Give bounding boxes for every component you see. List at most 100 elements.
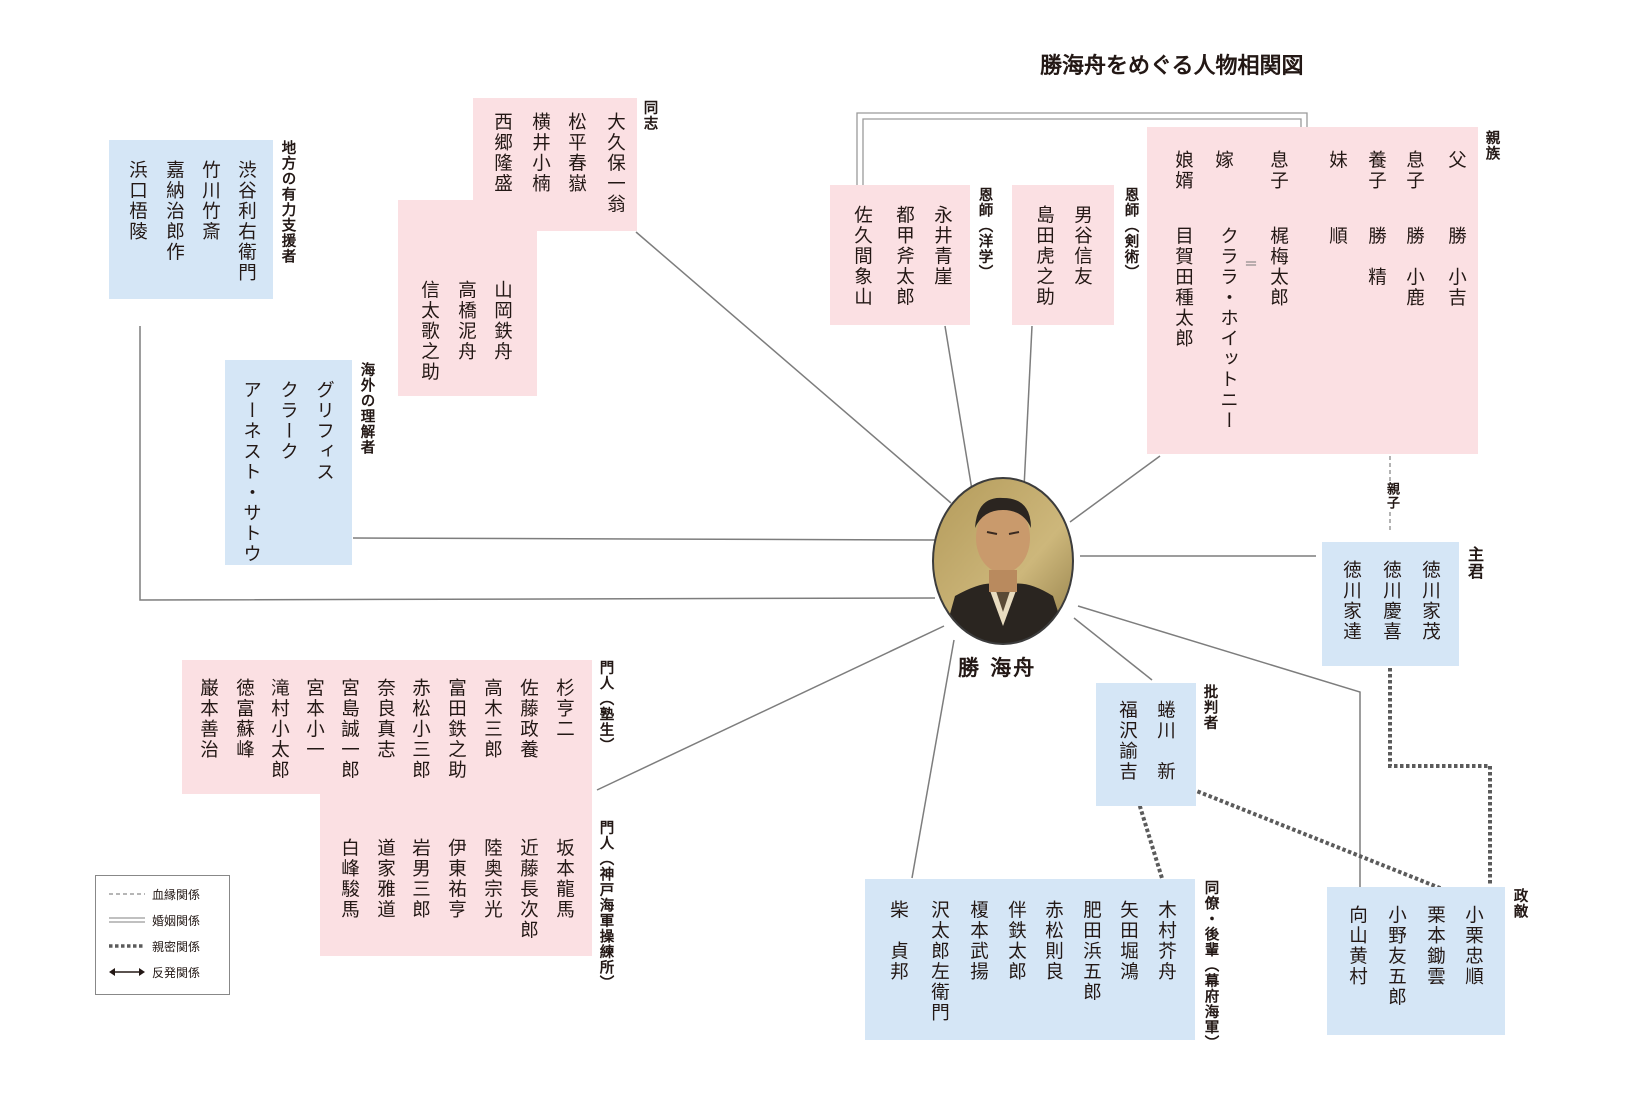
rival-ono: 小野友五郎 bbox=[1385, 905, 1407, 1008]
kobe-shiramine: 白峰駿馬 bbox=[338, 838, 360, 920]
disciples-juku-label: 門人（塾生） bbox=[597, 660, 614, 753]
lord-label: 主君 bbox=[1465, 546, 1484, 580]
kinship-soninlaw-name: 目賀田種太郎 bbox=[1172, 226, 1194, 349]
colleague-enomoto: 榎本武揚 bbox=[967, 900, 989, 982]
katsu-kaishu-portrait bbox=[932, 477, 1074, 645]
legend-blood: 血縁関係 bbox=[109, 887, 201, 902]
rival-oguri: 小栗忠順 bbox=[1462, 905, 1484, 987]
disciples-kobe-box bbox=[320, 794, 592, 956]
colleague-ban: 伴鉄太郎 bbox=[1005, 900, 1027, 982]
colleague-hida: 肥田浜五郎 bbox=[1080, 900, 1102, 1003]
legend: 血縁関係 婚姻関係 親密関係 反発関係 bbox=[95, 875, 230, 995]
critics-box bbox=[1096, 683, 1196, 806]
colleagues-label: 同僚・後輩（幕府海軍） bbox=[1202, 880, 1219, 1051]
kinship-adopted-name: 勝 精 bbox=[1365, 226, 1387, 288]
juku-nara: 奈良真志 bbox=[374, 678, 396, 760]
kinship-son2-role: 息子 bbox=[1267, 150, 1289, 191]
foreign-box bbox=[225, 360, 352, 565]
mentor-otani: 男谷信友 bbox=[1071, 205, 1093, 287]
local-supporters-label: 地方の有力支援者 bbox=[279, 140, 296, 264]
mentor-sword-box bbox=[1012, 185, 1114, 325]
juku-tokutomi: 徳富蘇峰 bbox=[233, 678, 255, 760]
kinship-bride-role: 嫁 bbox=[1212, 150, 1234, 171]
critic-ninagawa: 蜷川 新 bbox=[1154, 700, 1176, 782]
kinship-adopted-role: 養子 bbox=[1365, 150, 1387, 191]
local-takegawa: 竹川竹斎 bbox=[199, 160, 221, 242]
kinship-son2-name: 梶梅太郎 bbox=[1267, 226, 1289, 308]
juku-tomita: 富田鉄之助 bbox=[445, 678, 467, 781]
comrades-label: 同志 bbox=[641, 100, 658, 131]
colleagues-box bbox=[865, 879, 1195, 1040]
disciples-juku-box bbox=[182, 660, 592, 794]
kinship-clara: クララ・ホイットニー bbox=[1217, 226, 1239, 431]
juku-miyamoto: 宮本小一 bbox=[303, 678, 325, 760]
comrade-yamaoka: 山岡鉄舟 bbox=[491, 280, 513, 362]
parent-child-label: 親子 bbox=[1384, 482, 1399, 510]
juku-sato: 佐藤政養 bbox=[517, 678, 539, 760]
comrade-takahashi: 高橋泥舟 bbox=[455, 280, 477, 362]
comrade-saigo: 西郷隆盛 bbox=[491, 112, 513, 194]
diagram-title: 勝海舟をめぐる人物相関図 bbox=[1040, 54, 1304, 79]
kobe-kondo: 近藤長次郎 bbox=[517, 838, 539, 941]
kinship-son-name: 勝 小鹿 bbox=[1403, 226, 1425, 308]
critics-label: 批判者 bbox=[1201, 684, 1218, 731]
colleague-akamatsu: 赤松則良 bbox=[1042, 900, 1064, 982]
local-supporters-box bbox=[109, 140, 273, 299]
mentor-sword-label: 恩師（剣術） bbox=[1122, 187, 1139, 280]
kobe-doke: 道家雅道 bbox=[374, 838, 396, 920]
rivals-box bbox=[1327, 887, 1505, 1035]
mentor-western-label: 恩師（洋学） bbox=[976, 187, 993, 280]
kobe-sakamoto: 坂本龍馬 bbox=[553, 838, 575, 920]
kinship-soninlaw-role: 娘婿 bbox=[1172, 150, 1194, 191]
kobe-iwao: 岩男三郎 bbox=[409, 838, 431, 920]
colleague-shiba: 柴 貞邦 bbox=[887, 900, 909, 982]
lord-yoshinobu: 徳川慶喜 bbox=[1380, 560, 1402, 642]
legend-marriage: 婚姻関係 bbox=[109, 913, 201, 928]
comrade-yokoi: 横井小楠 bbox=[529, 112, 551, 194]
lord-iesato: 徳川家達 bbox=[1340, 560, 1362, 642]
juku-sugi: 杉亨二 bbox=[553, 678, 575, 740]
disciples-kobe-label: 門人（神戸海軍操練所） bbox=[597, 820, 614, 991]
local-hamaguchi: 浜口梧陵 bbox=[126, 160, 148, 242]
colleague-kimura: 木村芥舟 bbox=[1155, 900, 1177, 982]
lord-iemochi: 徳川家茂 bbox=[1419, 560, 1441, 642]
juku-miyajima: 宮島誠一郎 bbox=[338, 678, 360, 781]
mentor-shimada: 島田虎之助 bbox=[1033, 205, 1055, 308]
marriage-mark: ＝ bbox=[1244, 257, 1258, 273]
foreign-griffis: グリフィス bbox=[313, 380, 335, 483]
kinship-son-role: 息子 bbox=[1403, 150, 1425, 191]
critic-fukuzawa: 福沢諭吉 bbox=[1116, 700, 1138, 782]
juku-takagi: 高木三郎 bbox=[481, 678, 503, 760]
kobe-ito: 伊東祐亨 bbox=[445, 838, 467, 920]
colleague-sawa: 沢太郎左衛門 bbox=[928, 900, 950, 1023]
comrades-box-bottom bbox=[398, 200, 537, 396]
juku-iwamoto: 巌本善治 bbox=[197, 678, 219, 760]
colleague-yatabori: 矢田堀鴻 bbox=[1117, 900, 1139, 982]
kinship-label: 親族 bbox=[1483, 130, 1500, 161]
local-shibuya: 渋谷利右衛門 bbox=[235, 160, 257, 283]
comrade-matsudaira: 松平春嶽 bbox=[565, 112, 587, 194]
local-kano: 嘉納治郎作 bbox=[163, 160, 185, 263]
mentor-nagai: 永井青崖 bbox=[931, 205, 953, 287]
kinship-sister-name: 順 bbox=[1326, 226, 1348, 247]
kinship-box-top bbox=[1307, 127, 1478, 135]
juku-takimura: 滝村小太郎 bbox=[268, 678, 290, 781]
rival-mukoyama: 向山黄村 bbox=[1346, 905, 1368, 987]
comrade-okubo: 大久保一翁 bbox=[604, 112, 626, 215]
rival-kurimoto: 栗本鋤雲 bbox=[1424, 905, 1446, 987]
lord-box bbox=[1322, 542, 1459, 666]
foreign-label: 海外の理解者 bbox=[358, 362, 375, 455]
mentor-western-box bbox=[830, 185, 970, 325]
center-person-name: 勝 海舟 bbox=[958, 656, 1037, 680]
juku-akamatsu: 赤松小三郎 bbox=[409, 678, 431, 781]
foreign-satow: アーネスト・サトウ bbox=[240, 380, 262, 565]
kinship-father-name: 勝 小吉 bbox=[1445, 226, 1467, 308]
legend-close: 親密関係 bbox=[109, 939, 201, 954]
comrade-shinoda: 信太歌之助 bbox=[418, 280, 440, 383]
mentor-sakuma: 佐久間象山 bbox=[851, 205, 873, 308]
rivals-label: 政敵 bbox=[1511, 888, 1528, 919]
kinship-sister-role: 妹 bbox=[1326, 150, 1348, 171]
kinship-father-role: 父 bbox=[1445, 150, 1467, 171]
kinship-box bbox=[1147, 127, 1478, 454]
kobe-mutsu: 陸奥宗光 bbox=[481, 838, 503, 920]
